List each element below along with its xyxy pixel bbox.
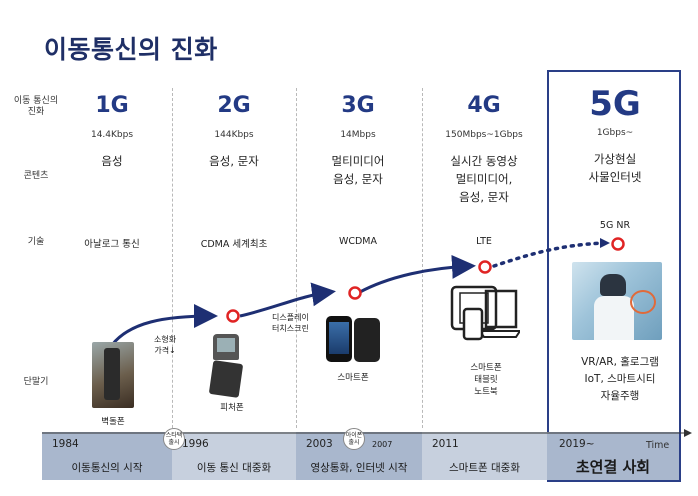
marker-3g: [348, 286, 362, 300]
arrow-2g-3g: [239, 282, 336, 318]
marker-5g: [611, 237, 625, 251]
content-label: 실시간 동영상 멀티미디어, 음성, 문자: [450, 154, 518, 204]
timeline-segment: 1984 이동통신의 시작: [42, 432, 172, 480]
timeline-year: 2019~: [559, 438, 595, 450]
speed-label: 1Gbps~: [596, 128, 634, 138]
timeline-era: 이동통신의 시작: [71, 462, 143, 474]
page-title: 이동통신의 진화: [44, 35, 218, 64]
brick-phone-image: [92, 342, 134, 408]
tech-label: WCDMA: [338, 236, 378, 247]
timeline-year-extra: 2007: [372, 440, 393, 449]
row-label-tech: 기술: [27, 237, 45, 247]
generation-label: 3G: [341, 93, 375, 118]
content-label: 음성: [101, 154, 123, 168]
timeline-segment-5g: 2019~ 초연결 사회: [547, 432, 679, 480]
generation-label: 5G: [589, 84, 641, 124]
startac-badge: 스타택 출시: [163, 428, 185, 450]
device-caption: VR/AR, 홀로그램 IoT, 스마트시티 자율주행: [581, 356, 659, 402]
tech-label: 아날로그 통신: [84, 239, 140, 250]
tech-label: 5G NR: [599, 220, 631, 231]
speed-label: 14.4Kbps: [90, 130, 134, 140]
timeline-year: 1996: [182, 438, 209, 450]
display-note: 디스플레이 터치스크린: [272, 313, 309, 333]
timeline-segment: 1996 이동 통신 대중화: [172, 432, 296, 480]
device-caption: 스마트폰 태블릿 노트북: [470, 363, 502, 397]
column-divider: [172, 88, 173, 428]
generation-column-1g: 1G 14.4Kbps 음성: [50, 88, 174, 170]
generation-column-2g: 2G 144Kbps 음성, 문자: [172, 88, 296, 170]
generation-column-5g: 5G 1Gbps~ 가상현실 사물인터넷: [553, 84, 677, 186]
generation-column-4g: 4G 150Mbps~1Gbps 실시간 동영상 멀티미디어, 음성, 문자: [422, 88, 546, 206]
iphone-badge: 아이폰 출시: [343, 428, 365, 450]
timeline-year: 2011: [432, 438, 459, 450]
content-label: 음성, 문자: [209, 154, 259, 168]
device-caption: 스마트폰: [337, 373, 369, 383]
timeline-era: 이동 통신 대중화: [196, 462, 272, 474]
generation-label: 1G: [95, 93, 129, 118]
5g-highlight-box: [547, 70, 681, 482]
device-caption: 피처폰: [220, 403, 244, 413]
timeline-era: 스마트폰 대중화: [449, 462, 520, 474]
tech-label: CDMA 세계최초: [200, 239, 268, 250]
timeline-era: 초연결 사회: [575, 458, 651, 476]
content-label: 가상현실 사물인터넷: [588, 152, 642, 184]
generation-label: 2G: [217, 93, 251, 118]
column-divider: [422, 88, 423, 428]
content-label: 멀티미디어 음성, 문자: [331, 154, 385, 186]
timeline-segment: 2011 스마트폰 대중화: [422, 432, 547, 480]
timeline-year: 1984: [52, 438, 79, 450]
speed-label: 144Kbps: [214, 130, 254, 140]
timeline-era: 영상통화, 인터넷 시작: [310, 462, 408, 474]
arrow-4g-5g-dotted: [492, 241, 606, 268]
price-note: 소형화 가격↓: [154, 335, 177, 355]
time-axis-arrow: [42, 429, 692, 437]
devices-icon: [450, 285, 522, 341]
arrow-1g-2g: [110, 304, 218, 346]
marker-2g: [226, 309, 240, 323]
marker-4g: [478, 260, 492, 274]
generation-column-3g: 3G 14Mbps 멀티미디어 음성, 문자: [296, 88, 420, 188]
speed-label: 14Mbps: [340, 130, 376, 140]
time-label: Time: [646, 440, 670, 451]
generation-label: 4G: [467, 93, 501, 118]
device-caption: 벽돌폰: [101, 417, 125, 427]
tech-label: LTE: [476, 236, 492, 247]
speed-label: 150Mbps~1Gbps: [445, 130, 523, 140]
timeline-year: 2003: [306, 438, 333, 450]
timeline-bar: 1984 이동통신의 시작 1996 이동 통신 대중화 2003 2007 영…: [42, 432, 682, 480]
row-label-generation: 이동 통신의 진화: [13, 96, 59, 117]
vr-user-image: [572, 262, 662, 340]
row-label-device: 단말기: [23, 377, 49, 387]
row-label-content: 콘텐츠: [23, 171, 49, 181]
feature-phone-image: [207, 330, 247, 398]
arrow-3g-4g: [359, 254, 476, 294]
iphone-image: [322, 314, 384, 364]
column-divider: [296, 88, 297, 428]
